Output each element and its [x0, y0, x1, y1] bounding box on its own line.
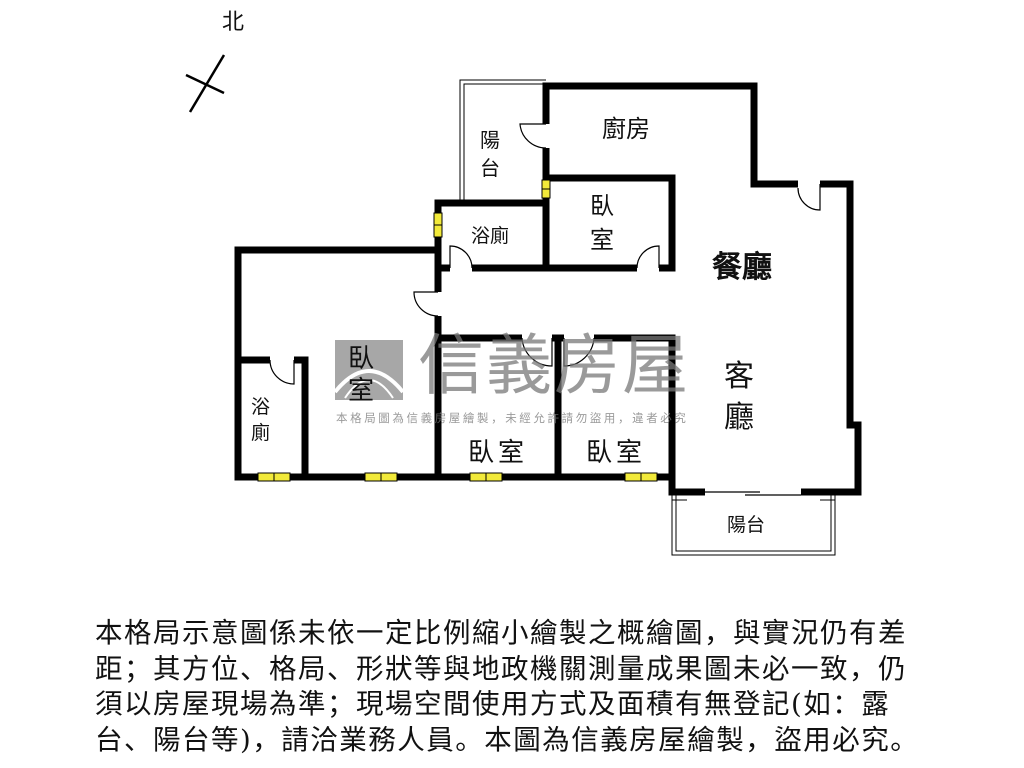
door-swings	[269, 123, 821, 496]
room-living-2: 廳	[724, 400, 754, 435]
north-arrow-icon	[185, 54, 226, 113]
room-bedroom-left-1: 臥	[348, 344, 375, 374]
watermark-notice: 本格局圖為信義房屋繪製，未經允許請勿盜用，違者必究	[336, 411, 689, 425]
room-bedroom-right-2: 室	[616, 438, 643, 468]
room-bedroom-top-1: 臥	[590, 192, 614, 220]
room-bedroom-top-2: 室	[590, 226, 614, 254]
room-bedroom-mid-1: 臥	[468, 438, 495, 468]
disclaimer-line: 須以房屋現場為準；現場空間使用方式及面積有無登記(如：露	[95, 688, 891, 720]
room-balcony-top-2: 台	[480, 156, 500, 180]
disclaimer: 本格局示意圖係未依一定比例縮小繪製之概繪圖，與實況仍有差 距；其方位、格局、形狀…	[95, 616, 935, 758]
room-balcony-top-1: 陽	[480, 128, 500, 152]
disclaimer-line: 距；其方位、格局、形狀等與地政機關測量成果圖未必一致，仍	[95, 652, 907, 685]
disclaimer-line: 台、陽台等)，請洽業務人員。本圖為信義房屋繪製，盜用必究。	[95, 723, 920, 756]
watermark-brand: 信義房屋	[418, 327, 690, 404]
room-living-1: 客	[724, 359, 754, 394]
windows	[257, 179, 658, 482]
room-bedroom-mid-2: 室	[498, 438, 525, 468]
disclaimer-line: 本格局示意圖係未依一定比例縮小繪製之概繪圖，與實況仍有差	[95, 617, 907, 649]
room-bath-top: 浴廁	[471, 225, 510, 247]
room-dining: 餐廳	[712, 250, 772, 285]
room-kitchen: 廚房	[602, 115, 650, 143]
room-bedroom-right-1: 臥	[586, 438, 613, 468]
north-label: 北	[222, 10, 245, 35]
room-bedroom-left-2: 室	[348, 376, 375, 406]
balcony-outline	[459, 79, 836, 556]
room-bath-left-1: 浴	[251, 396, 271, 418]
room-bath-left-2: 廁	[251, 422, 271, 444]
watermark-logo-icon	[333, 340, 405, 400]
room-balcony-bottom: 陽台	[727, 514, 766, 536]
